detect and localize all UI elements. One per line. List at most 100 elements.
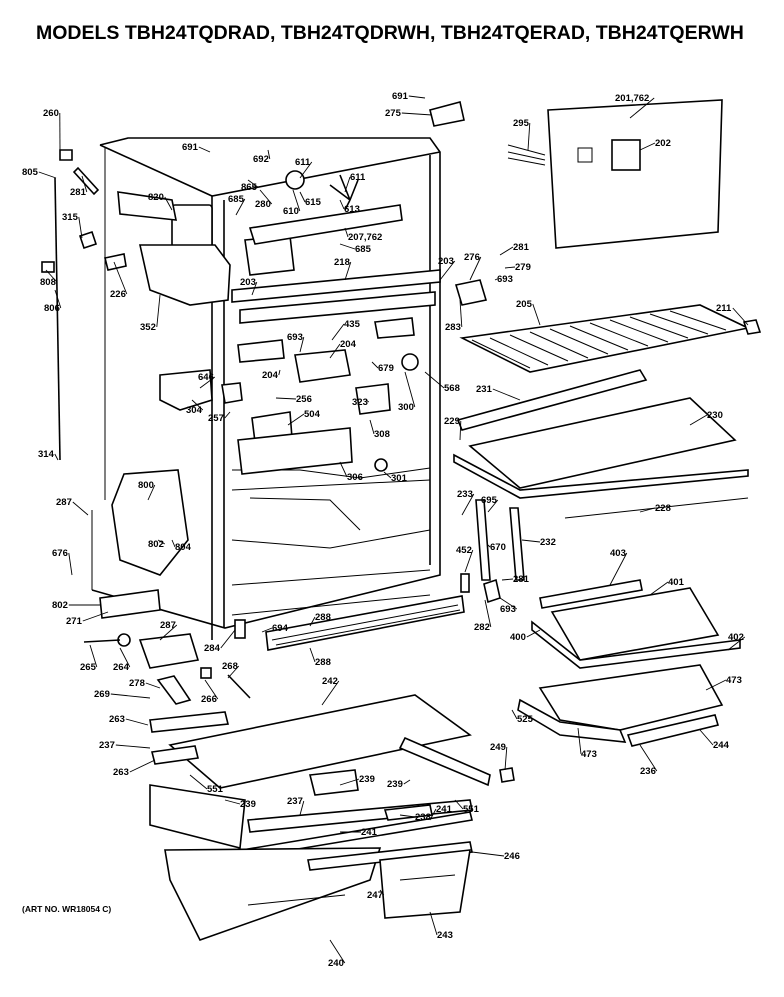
leader-line xyxy=(278,369,281,376)
leader-line xyxy=(198,146,211,153)
part-label: 243 xyxy=(437,930,453,941)
part-label: 276 xyxy=(464,252,480,263)
part-label: 685 xyxy=(355,244,372,255)
part-label: 646 xyxy=(198,372,214,383)
leader-line xyxy=(204,679,219,700)
leader-line xyxy=(171,539,176,548)
leader-line xyxy=(224,799,241,805)
leader-line xyxy=(408,95,426,99)
part-label: 284 xyxy=(204,643,221,654)
part-label: 693 xyxy=(287,332,303,343)
leader-line xyxy=(609,552,628,586)
leader-line xyxy=(299,336,305,353)
part-label: 229 xyxy=(444,416,460,427)
leader-line xyxy=(292,189,301,212)
part-label: 207,762 xyxy=(348,232,382,243)
leader-line xyxy=(119,647,131,668)
part-label: 808 xyxy=(40,277,56,288)
leader-line xyxy=(454,799,464,810)
leader-line xyxy=(251,281,258,296)
part-label: 403 xyxy=(610,548,626,559)
part-label: 806 xyxy=(44,303,60,314)
part-label: 268 xyxy=(222,661,238,672)
leader-line xyxy=(504,746,508,771)
part-label: 685 xyxy=(228,194,245,205)
leader-line xyxy=(732,307,749,326)
part-label: 473 xyxy=(581,749,597,760)
leader-line xyxy=(499,246,514,256)
part-label: 551 xyxy=(463,804,480,815)
part-label: 402 xyxy=(728,632,744,643)
part-label: 241 xyxy=(436,804,453,815)
part-label: 280 xyxy=(255,199,271,210)
leader-line xyxy=(227,665,240,679)
leader-line xyxy=(527,122,531,151)
part-label: 282 xyxy=(474,622,490,633)
part-label: 525 xyxy=(517,714,534,725)
leader-line xyxy=(156,294,161,328)
crisper-assembly xyxy=(149,694,491,941)
leader-line xyxy=(147,484,156,501)
part-label: 695 xyxy=(481,495,498,506)
part-label: 287 xyxy=(160,620,176,631)
leader-line xyxy=(164,196,173,211)
leader-line xyxy=(429,808,437,821)
back-panel xyxy=(507,99,723,249)
part-label: 435 xyxy=(344,319,361,330)
leader-line xyxy=(344,176,351,193)
leader-line xyxy=(157,539,166,545)
part-label: 281 xyxy=(513,242,530,253)
leader-line xyxy=(469,256,482,281)
leader-line xyxy=(247,179,259,188)
mullion-rails xyxy=(231,269,465,651)
leader-line xyxy=(424,371,445,389)
part-label: 218 xyxy=(334,257,350,268)
leader-line xyxy=(54,289,62,309)
part-label: 239 xyxy=(359,774,375,785)
leader-line xyxy=(38,171,57,179)
part-label: 288 xyxy=(315,612,331,623)
leader-line xyxy=(639,507,656,513)
leader-line xyxy=(487,499,499,513)
part-label: 679 xyxy=(378,363,394,374)
part-label: 323 xyxy=(352,397,368,408)
leader-line xyxy=(526,629,541,638)
part-label: 308 xyxy=(374,429,390,440)
leader-line xyxy=(705,679,727,691)
leader-line xyxy=(309,616,316,627)
freezer-components xyxy=(41,101,465,461)
leader-line xyxy=(259,189,273,205)
leader-line xyxy=(577,727,582,755)
leader-line xyxy=(321,680,340,706)
part-label: 611 xyxy=(295,157,311,168)
part-label: 300 xyxy=(398,402,414,413)
leader-line xyxy=(72,501,89,516)
part-label: 281 xyxy=(70,187,87,198)
part-label: 352 xyxy=(140,322,156,333)
part-label: 263 xyxy=(113,767,129,778)
part-label: 239 xyxy=(387,779,403,790)
part-label: 283 xyxy=(445,322,461,333)
part-label: 676 xyxy=(52,548,68,559)
part-label: 693 xyxy=(500,604,516,615)
leader-line xyxy=(344,261,352,281)
leader-line xyxy=(110,693,151,699)
part-label: 256 xyxy=(296,394,312,405)
leader-line xyxy=(339,243,356,250)
part-label: 264 xyxy=(113,662,130,673)
part-label: 288 xyxy=(315,657,331,668)
part-label: 295 xyxy=(513,118,530,129)
part-label: 315 xyxy=(62,212,79,223)
part-label: 670 xyxy=(490,542,506,553)
part-label: 694 xyxy=(272,623,289,634)
part-label: 228 xyxy=(655,503,671,514)
part-label: 804 xyxy=(175,542,192,553)
part-label: 400 xyxy=(510,632,526,643)
part-label: 247 xyxy=(367,890,383,901)
leader-line xyxy=(339,199,345,210)
part-label: 232 xyxy=(540,537,556,548)
leader-line xyxy=(371,361,379,369)
leader-line xyxy=(329,939,346,964)
leader-line xyxy=(639,142,656,151)
leader-line xyxy=(145,682,161,689)
